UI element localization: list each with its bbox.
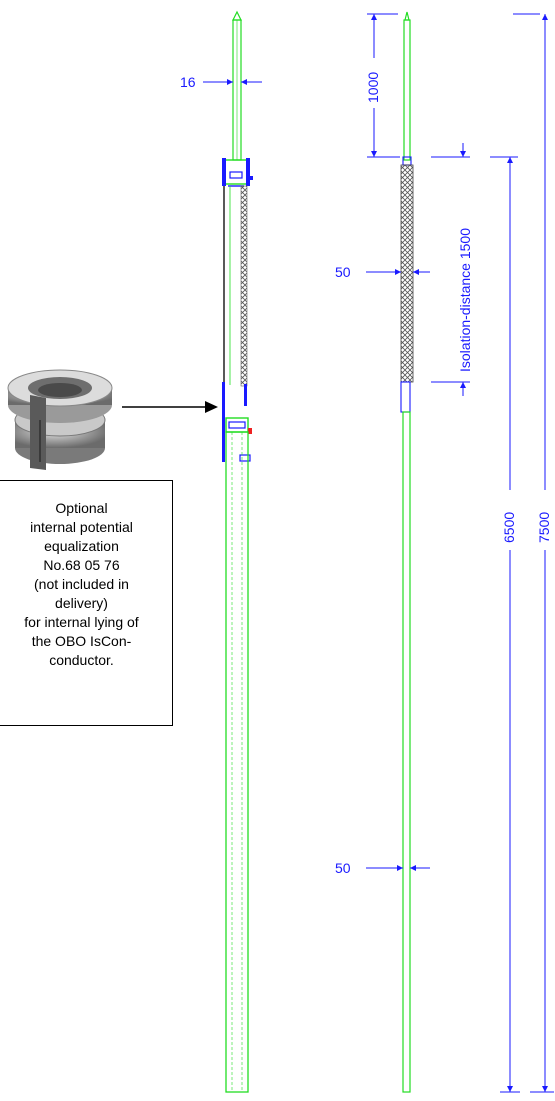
dimension-6500-label: 6500 [501, 512, 517, 543]
note-line: delivery) [55, 595, 108, 611]
left-mast-elevation [222, 10, 253, 1093]
dimension-6500: 6500 [490, 156, 520, 1093]
note-line: internal potential [30, 519, 133, 535]
dimension-50-middle-label: 50 [335, 264, 351, 280]
dimension-1000: 1000 [365, 14, 400, 158]
dimension-1000-label: 1000 [365, 72, 381, 103]
note-line: for internal lying of [24, 614, 139, 630]
note-line: No.68 05 76 [43, 557, 120, 573]
dimension-isolation: Isolation-distance 1500 [431, 143, 473, 396]
note-line: Optional [55, 500, 108, 516]
pointer-arrow [122, 401, 218, 413]
note-box: Optional internal potential equalization… [0, 480, 173, 726]
note-line: equalization [44, 538, 119, 554]
potential-equalization-fitting-icon [7, 369, 113, 470]
dimension-7500: 7500 [530, 14, 554, 1093]
dimension-50-bottom-label: 50 [335, 860, 351, 876]
note-line: conductor. [49, 652, 114, 668]
dimension-16-label: 16 [180, 74, 196, 90]
dimension-50-bottom: 50 [335, 860, 430, 876]
note-line: (not included in [34, 576, 129, 592]
dimension-isolation-label: Isolation-distance 1500 [457, 228, 473, 372]
dimension-50-middle: 50 [335, 264, 430, 280]
note-line: the OBO IsCon- [31, 633, 132, 649]
dimension-7500-label: 7500 [536, 512, 552, 543]
right-mast-elevation [400, 11, 414, 1093]
dimension-16: 16 [180, 74, 262, 90]
